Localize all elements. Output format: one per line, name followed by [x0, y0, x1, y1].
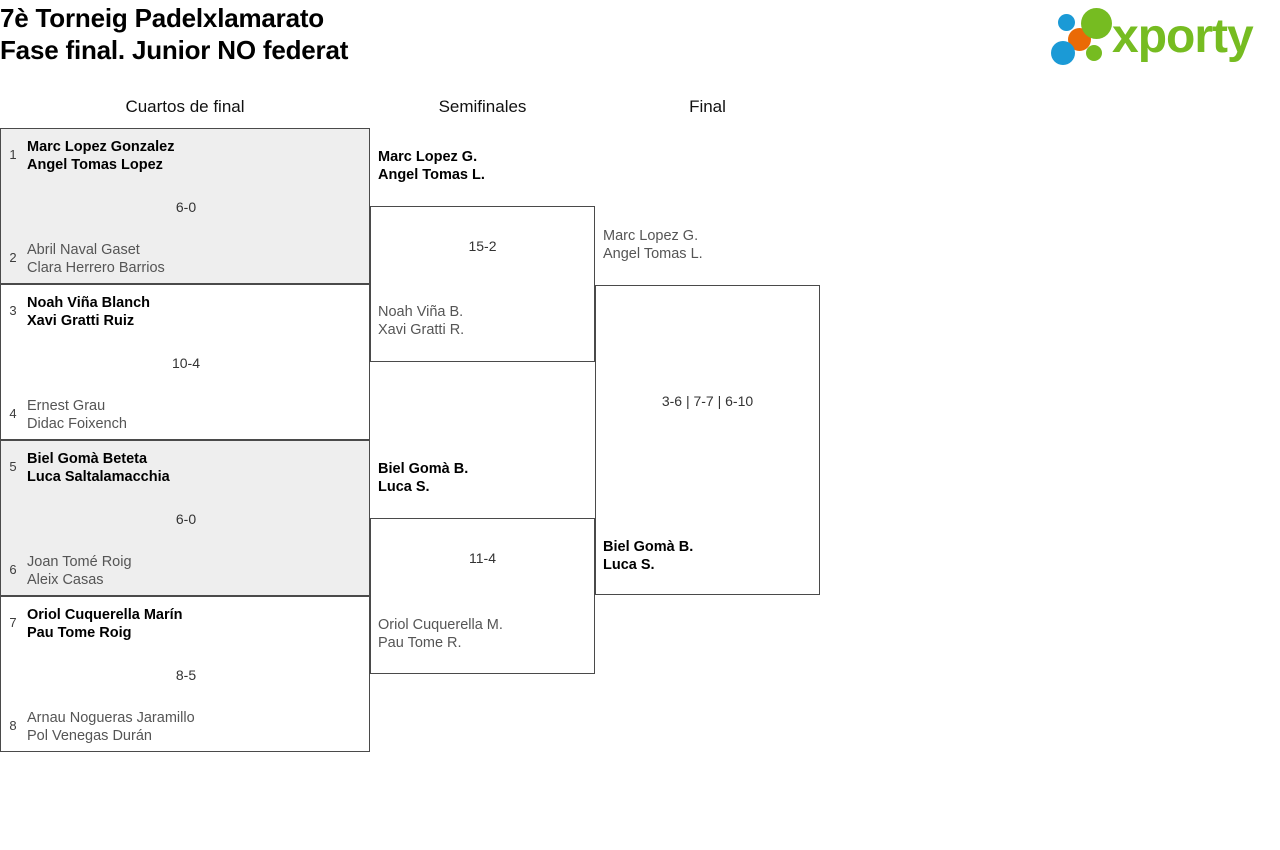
player-name: Biel Gomà Beteta	[27, 451, 148, 467]
quarterfinal-match-3[interactable]: 5 Biel Gomà Beteta Luca Saltalamacchia 6…	[0, 440, 370, 596]
logo-dots-icon	[1048, 6, 1118, 68]
player-name: Ernest Grau	[27, 398, 106, 414]
player-name: Xavi Gratti R.	[378, 322, 465, 338]
semifinal-match-1[interactable]: 15-2	[370, 206, 595, 362]
final-team-top: Marc Lopez G. Angel Tomas L.	[603, 227, 818, 263]
logo-dot-blue-large-icon	[1051, 41, 1075, 65]
quarterfinal-match-2[interactable]: 3 Noah Viña Blanch Xavi Gratti Ruiz 10-4…	[0, 284, 370, 440]
seed-number: 2	[9, 250, 17, 265]
match-team-top: Biel Gomà Beteta Luca Saltalamacchia	[27, 450, 357, 486]
round-header-final: Final	[689, 97, 726, 116]
seed-number: 5	[9, 459, 17, 474]
player-name: Luca Saltalamacchia	[27, 469, 170, 485]
player-name: Biel Gomà B.	[603, 539, 694, 555]
title-line-1: 7è Torneig Padelxlamarato	[0, 3, 324, 33]
match-score: 3-6 | 7-7 | 6-10	[661, 393, 754, 409]
semifinal-match-2[interactable]: 11-4	[370, 518, 595, 674]
xporty-logo[interactable]: xporty	[1048, 6, 1274, 68]
player-name: Clara Herrero Barrios	[27, 260, 165, 276]
player-name: Marc Lopez Gonzalez	[27, 139, 175, 155]
player-name: Angel Tomas L.	[378, 167, 485, 183]
player-name: Xavi Gratti Ruiz	[27, 313, 135, 329]
logo-wordmark: xporty	[1112, 10, 1254, 63]
seed-number: 8	[9, 718, 17, 733]
final-match[interactable]	[595, 285, 820, 595]
semifinal-1-team-bottom: Noah Viña B. Xavi Gratti R.	[378, 303, 593, 339]
match-score: 10-4	[171, 355, 201, 371]
page-title: 7è Torneig Padelxlamarato Fase final. Ju…	[0, 2, 900, 66]
seed-number: 1	[9, 147, 17, 162]
logo-dot-blue-small-icon	[1058, 14, 1075, 31]
player-name: Biel Gomà B.	[378, 461, 469, 477]
seed-number: 4	[9, 406, 17, 421]
match-score: 11-4	[469, 550, 496, 566]
match-score: 15-2	[468, 238, 497, 254]
match-score: 8-5	[175, 667, 197, 683]
player-name: Luca S.	[378, 479, 430, 495]
player-name: Angel Tomas Lopez	[27, 157, 163, 173]
logo-dot-green-large-icon	[1081, 8, 1112, 39]
player-name: Pol Venegas Durán	[27, 728, 152, 744]
player-name: Pau Tome Roig	[27, 625, 132, 641]
logo-dot-green-small-icon	[1086, 45, 1102, 61]
player-name: Aleix Casas	[27, 572, 104, 588]
match-score: 6-0	[175, 199, 197, 215]
quarterfinal-match-1[interactable]: 1 Marc Lopez Gonzalez Angel Tomas Lopez …	[0, 128, 370, 284]
title-line-2: Fase final. Junior NO federat	[0, 35, 349, 65]
player-name: Noah Viña Blanch	[27, 295, 151, 311]
match-team-bottom: Joan Tomé Roig Aleix Casas	[27, 553, 357, 589]
match-score: 6-0	[175, 511, 197, 527]
seed-number: 7	[9, 615, 17, 630]
player-name: Joan Tomé Roig	[27, 554, 132, 570]
player-name: Luca S.	[603, 557, 655, 573]
quarterfinal-match-4[interactable]: 7 Oriol Cuquerella Marín Pau Tome Roig 8…	[0, 596, 370, 752]
player-name: Pau Tome R.	[378, 635, 462, 651]
semifinal-2-team-bottom: Oriol Cuquerella M. Pau Tome R.	[378, 616, 593, 652]
player-name: Marc Lopez G.	[603, 228, 699, 244]
player-name: Noah Viña B.	[378, 304, 464, 320]
player-name: Arnau Nogueras Jaramillo	[27, 710, 195, 726]
round-header-semifinals: Semifinales	[438, 97, 527, 116]
match-team-top: Noah Viña Blanch Xavi Gratti Ruiz	[27, 294, 357, 330]
match-team-bottom: Arnau Nogueras Jaramillo Pol Venegas Dur…	[27, 709, 357, 745]
player-name: Abril Naval Gaset	[27, 242, 140, 258]
player-name: Angel Tomas L.	[603, 246, 703, 262]
player-name: Oriol Cuquerella Marín	[27, 607, 183, 623]
round-header-quarterfinals: Cuartos de final	[125, 97, 245, 116]
player-name: Marc Lopez G.	[378, 149, 478, 165]
semifinal-2-team-top: Biel Gomà B. Luca S.	[378, 460, 593, 496]
semifinal-1-team-top: Marc Lopez G. Angel Tomas L.	[378, 148, 593, 184]
player-name: Oriol Cuquerella M.	[378, 617, 503, 633]
seed-number: 3	[9, 303, 17, 318]
match-team-bottom: Ernest Grau Didac Foixench	[27, 397, 357, 433]
final-team-bottom: Biel Gomà B. Luca S.	[603, 538, 818, 574]
tournament-header: 7è Torneig Padelxlamarato Fase final. Ju…	[0, 0, 1280, 80]
match-team-bottom: Abril Naval Gaset Clara Herrero Barrios	[27, 241, 357, 277]
seed-number: 6	[9, 562, 17, 577]
player-name: Didac Foixench	[27, 416, 127, 432]
match-team-top: Oriol Cuquerella Marín Pau Tome Roig	[27, 606, 357, 642]
match-team-top: Marc Lopez Gonzalez Angel Tomas Lopez	[27, 138, 357, 174]
